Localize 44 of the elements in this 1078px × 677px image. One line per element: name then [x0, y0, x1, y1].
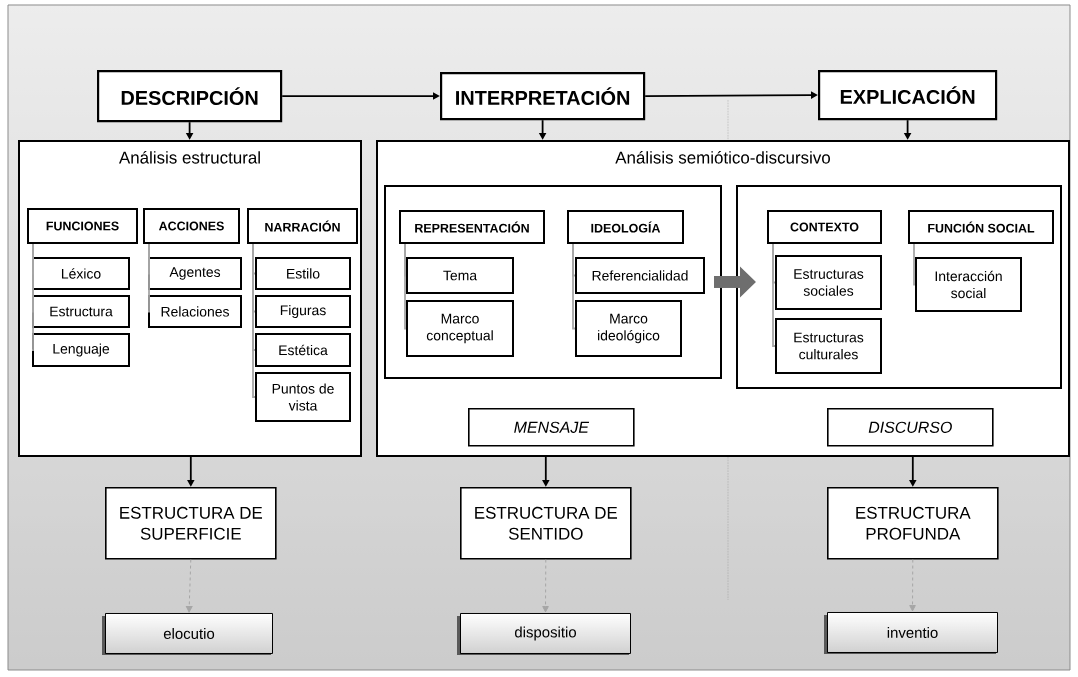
- tree-line: [147, 243, 150, 313]
- rhetoric-box: inventio: [824, 612, 998, 654]
- dashed-arrow: [909, 559, 916, 612]
- item-box: Agentes: [148, 257, 242, 290]
- title-box: DESCRIPCIÓN: [97, 70, 283, 123]
- rhetoric-box: elocutio: [102, 613, 273, 655]
- item-box: Estructuras sociales: [775, 255, 882, 310]
- dashed-arrow: [542, 559, 549, 613]
- tree-line: [31, 243, 34, 351]
- item-box: Tema: [406, 257, 514, 294]
- tree-line: [772, 243, 776, 347]
- item-box: Estructuras culturales: [775, 318, 882, 374]
- tree-line: [913, 243, 916, 286]
- tree-line: [572, 243, 576, 330]
- label-box: DISCURSO: [827, 408, 994, 447]
- item-box: Léxico: [32, 257, 130, 290]
- tree-line: [252, 243, 256, 398]
- category-box: FUNCIÓN SOCIAL: [908, 210, 1054, 244]
- result-box: ESTRUCTURA DE SENTIDO: [460, 487, 632, 560]
- item-box: Interacción social: [915, 257, 1022, 312]
- title-box: INTERPRETACIÓN: [440, 72, 646, 121]
- title-box: EXPLICACIÓN: [818, 70, 998, 121]
- tree-line: [404, 243, 407, 330]
- category-box: REPRESENTACIÓN: [399, 210, 545, 244]
- item-box: Relaciones: [148, 295, 242, 328]
- item-box: Puntos de vista: [255, 372, 351, 422]
- category-box: NARRACIÓN: [247, 208, 358, 244]
- item-box: Marco conceptual: [406, 300, 514, 357]
- item-box: Estructura: [32, 295, 130, 328]
- rhetoric-box: dispositio: [457, 613, 631, 655]
- result-box: ESTRUCTURA PROFUNDA: [827, 487, 999, 560]
- item-box: Lenguaje: [32, 333, 130, 367]
- item-box: Figuras: [255, 295, 351, 328]
- label-box: MENSAJE: [468, 408, 635, 447]
- item-box: Referencialidad: [575, 257, 705, 294]
- item-box: Marco ideológico: [575, 300, 682, 357]
- category-box: CONTEXTO: [767, 210, 882, 244]
- result-box: ESTRUCTURA DE SUPERFICIE: [105, 487, 277, 560]
- dashed-arrow: [185, 559, 193, 613]
- item-box: Estética: [255, 333, 351, 367]
- category-box: ACCIONES: [143, 208, 240, 244]
- category-box: FUNCIONES: [27, 208, 138, 244]
- item-box: Estilo: [255, 257, 351, 290]
- category-box: IDEOLOGÍA: [567, 210, 684, 244]
